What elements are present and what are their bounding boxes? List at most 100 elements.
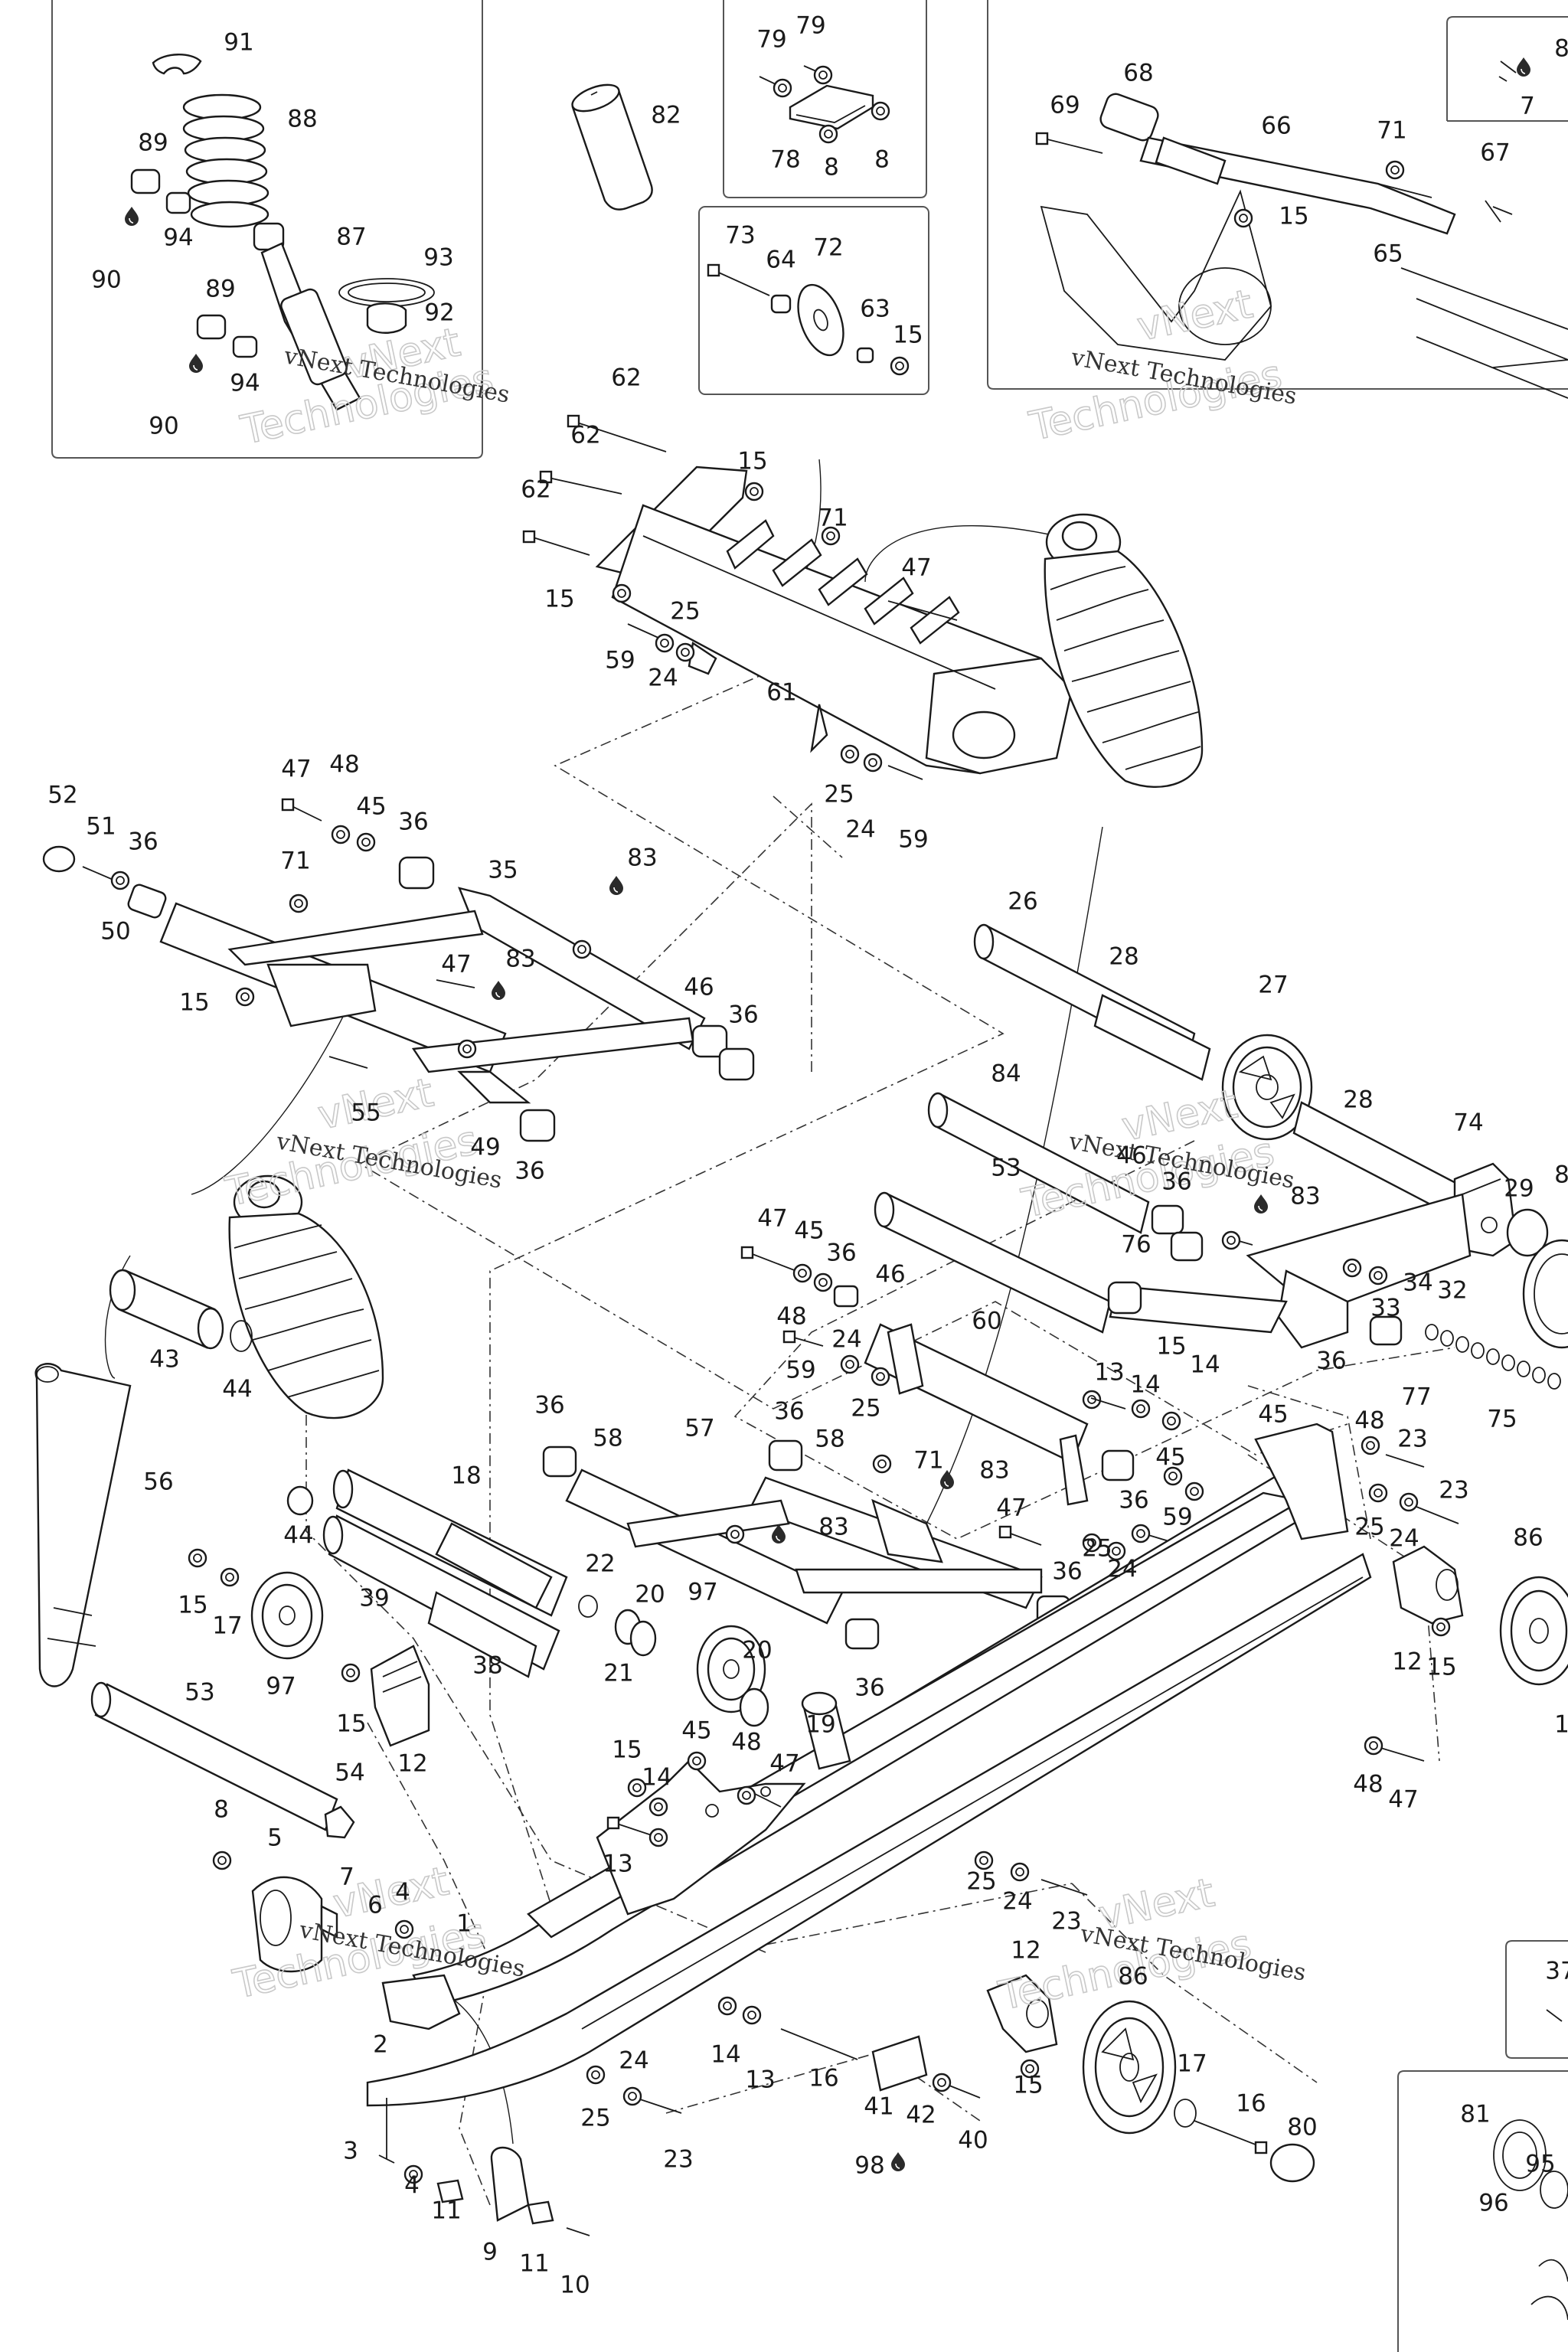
- part-callout-69: 69: [1050, 92, 1080, 119]
- part-callout-39: 39: [359, 1585, 389, 1612]
- part-callout-83: 83: [505, 946, 535, 973]
- part-callout-48: 48: [1353, 1771, 1383, 1798]
- part-callout-71: 71: [1377, 117, 1406, 145]
- part-callout-74: 74: [1453, 1109, 1483, 1137]
- part-callout-94: 94: [163, 224, 193, 252]
- part-callout-25: 25: [1082, 1535, 1112, 1563]
- part-callout-37: 37: [1545, 1958, 1568, 1985]
- part-callout-8: 8: [214, 1796, 229, 1824]
- part-callout-1: 1: [1554, 1711, 1568, 1739]
- part-callout-45: 45: [1258, 1401, 1288, 1429]
- droplet-icon: [771, 1524, 786, 1544]
- part-callout-82: 82: [651, 102, 681, 129]
- part-callout-15: 15: [178, 1592, 207, 1619]
- part-callout-83: 83: [627, 844, 657, 872]
- part-callout-59: 59: [605, 647, 635, 675]
- part-callout-92: 92: [424, 299, 454, 327]
- part-callout-79: 79: [756, 26, 786, 54]
- part-callout-3: 3: [343, 2138, 358, 2165]
- part-callout-60: 60: [972, 1308, 1001, 1335]
- part-callout-50: 50: [100, 918, 130, 946]
- part-callout-1: 1: [456, 1910, 472, 1938]
- part-callout-98: 98: [854, 2152, 884, 2180]
- part-callout-52: 52: [47, 782, 77, 809]
- part-callout-90: 90: [149, 413, 178, 440]
- washer-stack-75: [1425, 1324, 1561, 1390]
- part-callout-17: 17: [1177, 2050, 1207, 2078]
- inset-frames: [51, 0, 1568, 2352]
- part-callout-43: 43: [149, 1346, 179, 1374]
- part-callout-59: 59: [786, 1357, 815, 1384]
- part-callout-89: 89: [138, 129, 168, 157]
- part-callout-86: 86: [1513, 1524, 1543, 1552]
- part-callout-36: 36: [826, 1240, 856, 1267]
- part-callout-20: 20: [635, 1581, 665, 1609]
- droplet-icon: [609, 875, 624, 896]
- part-callout-17: 17: [212, 1612, 242, 1640]
- part-callout-45: 45: [356, 793, 386, 821]
- part-callout-42: 42: [906, 2102, 936, 2129]
- part-callout-46: 46: [684, 974, 714, 1001]
- part-callout-94: 94: [230, 370, 260, 397]
- part-callout-29: 29: [1504, 1175, 1534, 1203]
- part-callout-23: 23: [1439, 1477, 1468, 1504]
- part-callout-36: 36: [854, 1674, 884, 1702]
- part-callout-46: 46: [1116, 1142, 1146, 1170]
- part-callout-47: 47: [996, 1494, 1026, 1522]
- part-callout-25: 25: [1354, 1514, 1384, 1541]
- inset-front-arm: [1035, 60, 1568, 399]
- rear-shafts: [874, 923, 1568, 1349]
- part-callout-46: 46: [875, 1261, 905, 1289]
- part-callout-33: 33: [1370, 1295, 1400, 1322]
- part-callout-14: 14: [1130, 1371, 1160, 1399]
- part-callout-96: 96: [1478, 2190, 1508, 2217]
- idler-wheels-97: [188, 1548, 782, 1973]
- part-callout-45: 45: [681, 1717, 711, 1745]
- center-arm-57: [542, 1246, 1204, 1650]
- part-callout-4: 4: [395, 1879, 410, 1906]
- part-callout-62: 62: [570, 422, 600, 449]
- part-callout-71: 71: [280, 848, 310, 875]
- part-callout-83: 83: [979, 1457, 1009, 1485]
- part-callout-15: 15: [179, 989, 209, 1017]
- part-callout-34: 34: [1403, 1269, 1432, 1297]
- part-callout-18: 18: [451, 1462, 481, 1490]
- part-callout-71: 71: [818, 505, 848, 532]
- part-callout-8: 8: [1554, 1161, 1568, 1189]
- sleeve-82: [571, 83, 653, 211]
- part-callout-10: 10: [560, 2272, 590, 2299]
- part-callout-47: 47: [281, 756, 311, 783]
- part-callout-15: 15: [893, 322, 923, 349]
- part-callout-36: 36: [1052, 1558, 1082, 1586]
- part-callout-12: 12: [1392, 1648, 1422, 1676]
- part-callout-24: 24: [845, 816, 875, 844]
- slide-rails: [366, 1423, 1372, 2236]
- inset-wheel: [707, 263, 910, 376]
- part-callout-62: 62: [521, 476, 550, 504]
- part-callout-36: 36: [128, 828, 158, 856]
- part-callout-25: 25: [824, 781, 854, 808]
- rear-wheels-86: [586, 1436, 1568, 2321]
- part-callout-64: 64: [766, 247, 795, 274]
- part-callout-58: 58: [815, 1426, 844, 1453]
- part-callout-15: 15: [1279, 203, 1308, 230]
- part-callout-4: 4: [404, 2172, 420, 2200]
- part-callout-15: 15: [612, 1736, 642, 1764]
- part-callout-80: 80: [1287, 2114, 1317, 2141]
- part-callout-36: 36: [728, 1001, 758, 1029]
- part-callout-28: 28: [1109, 943, 1138, 971]
- part-callout-13: 13: [745, 2066, 775, 2094]
- link-56: [34, 1363, 132, 1687]
- part-callout-23: 23: [663, 2146, 693, 2174]
- part-callout-45: 45: [1155, 1444, 1185, 1472]
- droplet-icon: [188, 353, 204, 374]
- part-callout-83: 83: [818, 1514, 848, 1541]
- part-callout-15: 15: [544, 586, 574, 613]
- droplet-icon: [124, 206, 139, 227]
- part-callout-13: 13: [1094, 1359, 1124, 1387]
- part-callout-2: 2: [373, 2031, 388, 2059]
- part-callout-48: 48: [776, 1303, 806, 1331]
- part-callout-57: 57: [684, 1415, 714, 1442]
